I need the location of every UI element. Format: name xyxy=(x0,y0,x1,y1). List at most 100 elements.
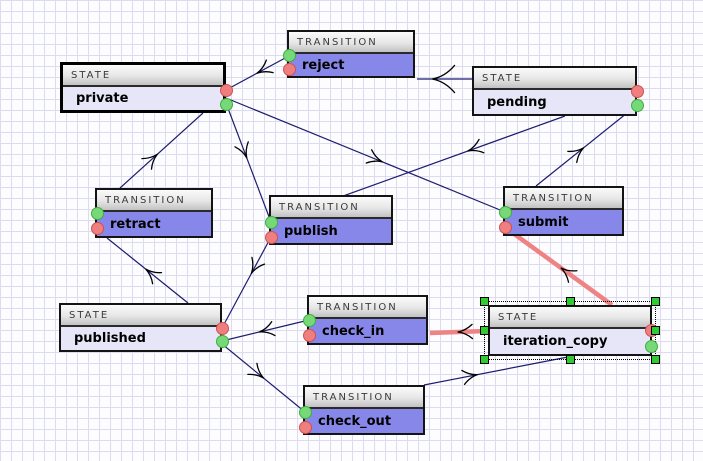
selection-handle[interactable] xyxy=(480,326,489,335)
node-publish[interactable]: TRANSITION publish xyxy=(269,195,393,245)
port-green-publish[interactable] xyxy=(264,215,278,229)
edge-private-submit[interactable] xyxy=(225,97,506,213)
node-check_out[interactable]: TRANSITION check_out xyxy=(303,385,425,435)
node-private[interactable]: STATE private xyxy=(60,62,226,113)
node-pending[interactable]: STATE pending xyxy=(472,66,637,116)
selection-handle[interactable] xyxy=(480,355,489,364)
port-green-submit[interactable] xyxy=(498,205,512,219)
node-body: submit xyxy=(505,210,622,234)
edge-reject-private[interactable] xyxy=(225,56,288,91)
port-red-pending[interactable] xyxy=(630,84,644,98)
node-type-label: STATE xyxy=(482,73,523,84)
node-type-header: STATE xyxy=(63,65,223,87)
port-red-private[interactable] xyxy=(219,83,233,97)
arrowhead-pending-reject-icon xyxy=(431,64,456,94)
node-published[interactable]: STATE published xyxy=(59,303,222,352)
port-green-published[interactable] xyxy=(215,334,229,348)
port-red-check_out[interactable] xyxy=(298,420,312,434)
node-type-label: STATE xyxy=(69,310,110,321)
node-type-header: TRANSITION xyxy=(505,188,622,210)
arrowhead-published-check_out-icon xyxy=(247,362,265,379)
node-reject[interactable]: TRANSITION reject xyxy=(287,30,415,78)
edge-submit-pending[interactable] xyxy=(535,104,638,187)
node-body: published xyxy=(61,327,220,350)
port-red-submit[interactable] xyxy=(498,220,512,234)
node-body: pending xyxy=(474,90,635,114)
port-red-publish[interactable] xyxy=(264,230,278,244)
node-type-label: TRANSITION xyxy=(297,37,378,48)
port-red-reject[interactable] xyxy=(282,62,296,76)
node-type-label: STATE xyxy=(71,70,112,81)
arrowhead-published-retract-icon xyxy=(145,268,163,285)
node-name-label: pending xyxy=(487,94,547,110)
edge-check_out-iteration_copy[interactable] xyxy=(423,356,569,386)
node-type-label: TRANSITION xyxy=(513,193,594,204)
port-green-private[interactable] xyxy=(219,97,233,111)
node-name-label: private xyxy=(76,91,129,106)
node-type-header: TRANSITION xyxy=(309,297,426,319)
arrowhead-iteration_copy-submit-icon xyxy=(560,267,578,283)
selection-handle[interactable] xyxy=(565,355,575,364)
node-body: iteration_copy xyxy=(490,329,650,354)
node-body: private xyxy=(63,87,223,110)
edge-iteration_copy-submit[interactable] xyxy=(504,226,614,307)
node-type-label: TRANSITION xyxy=(105,195,186,206)
node-submit[interactable]: TRANSITION submit xyxy=(503,186,624,236)
node-name-label: published xyxy=(74,331,146,346)
arrowhead-private-publish-icon xyxy=(234,141,249,159)
selection-handle[interactable] xyxy=(651,326,660,335)
arrowhead-reject-private-icon xyxy=(256,59,274,74)
node-name-label: reject xyxy=(302,57,345,73)
port-green-check_out[interactable] xyxy=(298,405,312,419)
arrowhead-retract-private-icon xyxy=(141,153,158,170)
port-green-iteration_copy[interactable] xyxy=(644,339,658,353)
arrowhead-private-submit-icon xyxy=(365,149,383,164)
node-iteration_copy[interactable]: STATE iteration_copy xyxy=(488,305,652,356)
node-type-header: TRANSITION xyxy=(271,197,391,219)
selection-handle[interactable] xyxy=(651,297,660,306)
port-green-check_in[interactable] xyxy=(302,313,316,327)
arrowhead-publish-published-icon xyxy=(250,256,266,275)
arrowhead-pending-publish-icon xyxy=(467,138,485,154)
node-type-header: TRANSITION xyxy=(289,32,413,54)
node-type-label: TRANSITION xyxy=(313,392,394,403)
node-type-header: TRANSITION xyxy=(97,190,211,212)
node-name-label: iteration_copy xyxy=(503,334,608,349)
port-red-retract[interactable] xyxy=(90,221,104,235)
node-name-label: submit xyxy=(518,214,569,230)
node-type-header: TRANSITION xyxy=(305,387,423,409)
node-type-header: STATE xyxy=(474,68,635,90)
node-type-label: TRANSITION xyxy=(317,302,398,313)
port-red-check_in[interactable] xyxy=(302,328,316,342)
edge-retract-private[interactable] xyxy=(119,112,204,189)
selection-handle[interactable] xyxy=(480,297,489,306)
node-retract[interactable]: TRANSITION retract xyxy=(95,188,213,238)
arrowhead-check_out-iteration_copy-icon xyxy=(461,369,478,385)
node-name-label: publish xyxy=(284,223,338,239)
node-body: publish xyxy=(271,219,391,243)
port-red-published[interactable] xyxy=(215,321,229,335)
node-type-label: TRANSITION xyxy=(279,202,360,213)
node-type-header: STATE xyxy=(490,307,650,329)
arrowhead-iteration_copy-check_in-icon xyxy=(457,323,474,340)
node-body: retract xyxy=(97,212,211,236)
node-check_in[interactable]: TRANSITION check_in xyxy=(307,295,428,345)
arrowhead-submit-pending-icon xyxy=(567,147,585,164)
node-name-label: check_in xyxy=(322,323,385,339)
selection-handle[interactable] xyxy=(565,297,575,306)
node-body: reject xyxy=(289,54,413,76)
selection-handle[interactable] xyxy=(651,355,660,364)
port-green-retract[interactable] xyxy=(90,206,104,220)
edge-check_in-published[interactable] xyxy=(221,319,310,342)
node-name-label: check_out xyxy=(318,413,392,429)
node-type-header: STATE xyxy=(61,305,220,327)
edge-private-publish[interactable] xyxy=(225,102,272,223)
arrowhead-check_in-published-icon xyxy=(258,321,276,337)
port-green-pending[interactable] xyxy=(630,98,644,112)
edge-publish-published[interactable] xyxy=(221,236,272,329)
node-type-label: STATE xyxy=(498,312,539,323)
node-name-label: retract xyxy=(110,216,161,232)
port-green-reject[interactable] xyxy=(282,48,296,62)
node-body: check_in xyxy=(309,319,426,343)
